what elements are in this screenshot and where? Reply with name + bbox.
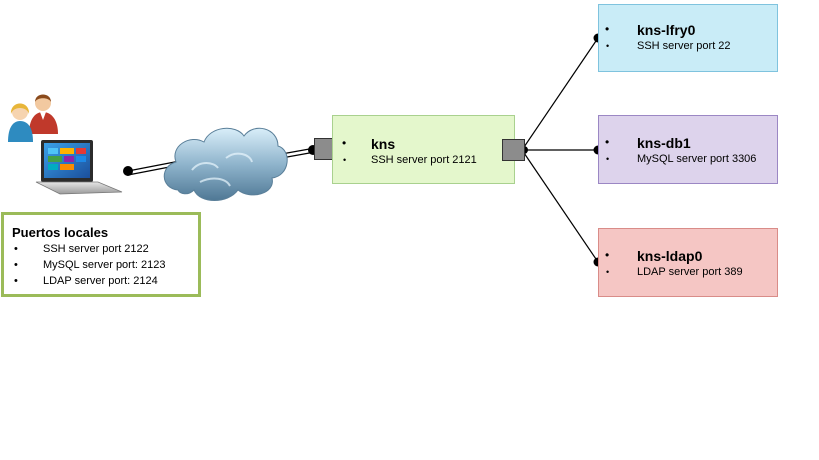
node-kns: • kns • SSH server port 2121	[332, 115, 515, 184]
bullet: •	[606, 41, 610, 51]
node-kns-ldap0: • kns-ldap0 • LDAP server port 389	[598, 228, 778, 297]
local-ports-title: Puertos locales	[12, 225, 109, 240]
bullet: •	[605, 135, 610, 149]
port-connector-right	[502, 139, 525, 161]
node-detail: MySQL server port 3306	[637, 153, 757, 165]
node-title: kns-db1	[637, 135, 691, 151]
node-detail: SSH server port 22	[637, 40, 731, 52]
node-detail: SSH server port 2121	[371, 154, 477, 166]
local-ports-box: Puertos locales • SSH server port 2122 •…	[1, 212, 201, 297]
local-port-item: MySQL server port: 2123	[43, 259, 166, 271]
bullet: •	[606, 267, 610, 277]
node-kns-db1: • kns-db1 • MySQL server port 3306	[598, 115, 778, 184]
bullet: •	[14, 243, 18, 255]
node-title: kns-ldap0	[637, 248, 703, 264]
node-detail: LDAP server port 389	[637, 266, 743, 278]
laptop-icon	[35, 140, 123, 195]
bullet: •	[342, 136, 347, 150]
bullet: •	[14, 275, 18, 287]
bullet: •	[605, 22, 610, 36]
local-port-item: SSH server port 2122	[43, 243, 149, 255]
bullet: •	[343, 155, 347, 165]
dot-laptop	[123, 166, 133, 176]
node-title: kns	[371, 136, 396, 152]
port-connector-left	[314, 138, 334, 160]
cloud-icon	[163, 127, 288, 201]
bullet: •	[14, 259, 18, 271]
link-kns-ldap	[521, 149, 599, 263]
node-kns-lfry0: • kns-lfry0 • SSH server port 22	[598, 4, 778, 72]
bullet: •	[605, 248, 610, 262]
users-icon	[8, 94, 58, 142]
node-title: kns-lfry0	[637, 22, 696, 38]
link-kns-lfry	[521, 37, 599, 151]
local-port-item: LDAP server port: 2124	[43, 275, 158, 287]
bullet: •	[606, 154, 610, 164]
